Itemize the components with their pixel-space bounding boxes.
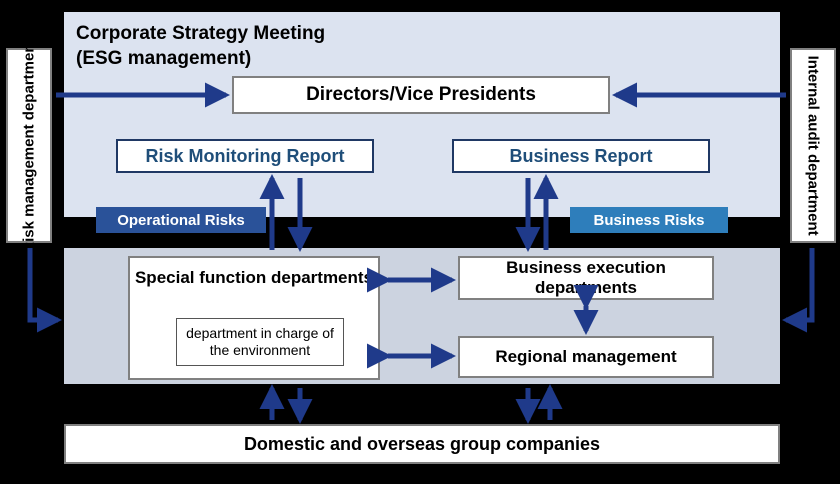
directors-vice-presidents-box[interactable]: Directors/Vice Presidents <box>232 76 610 114</box>
operational-risks-badge: Operational Risks <box>96 207 266 233</box>
operational-risks-label: Operational Risks <box>117 211 245 229</box>
business-execution-departments-label: Business execution departments <box>506 258 666 297</box>
regional-management-label: Regional management <box>495 347 677 366</box>
corporate-strategy-panel <box>64 12 780 217</box>
risk-management-department-label: Risk management department <box>20 38 38 253</box>
internal-audit-department-label: Internal audit department <box>804 55 822 236</box>
business-execution-departments-box[interactable]: Business execution departments <box>458 256 714 300</box>
arrow-audit-dept-to-panel <box>781 248 815 333</box>
regional-management-box[interactable]: Regional management <box>458 336 714 378</box>
risk-monitoring-report-label: Risk Monitoring Report <box>145 145 345 166</box>
environment-department-box[interactable]: department in charge of the environment <box>176 318 344 366</box>
business-report-box[interactable]: Business Report <box>452 139 710 173</box>
business-risks-label: Business Risks <box>593 211 705 229</box>
group-companies-label: Domestic and overseas group companies <box>243 433 601 454</box>
panel-heading: Corporate Strategy Meeting (ESG manageme… <box>76 22 325 71</box>
environment-department-label: department in charge of the environment <box>186 325 334 358</box>
directors-label: Directors/Vice Presidents <box>306 84 536 105</box>
special-function-departments-box[interactable]: Special function departments department … <box>128 256 380 380</box>
risk-management-department-box[interactable]: Risk management department <box>6 38 52 253</box>
special-function-departments-label: Special function departments <box>134 268 374 287</box>
panel-heading-line2: (ESG management) <box>76 47 252 69</box>
panel-heading-line1: Corporate Strategy Meeting <box>76 23 326 44</box>
arrow-risk-dept-to-panel <box>27 248 63 333</box>
business-risks-badge: Business Risks <box>570 207 728 233</box>
risk-monitoring-report-box[interactable]: Risk Monitoring Report <box>116 139 374 173</box>
internal-audit-department-box[interactable]: Internal audit department <box>790 48 836 243</box>
business-report-label: Business Report <box>509 145 653 166</box>
group-companies-box[interactable]: Domestic and overseas group companies <box>64 424 780 464</box>
